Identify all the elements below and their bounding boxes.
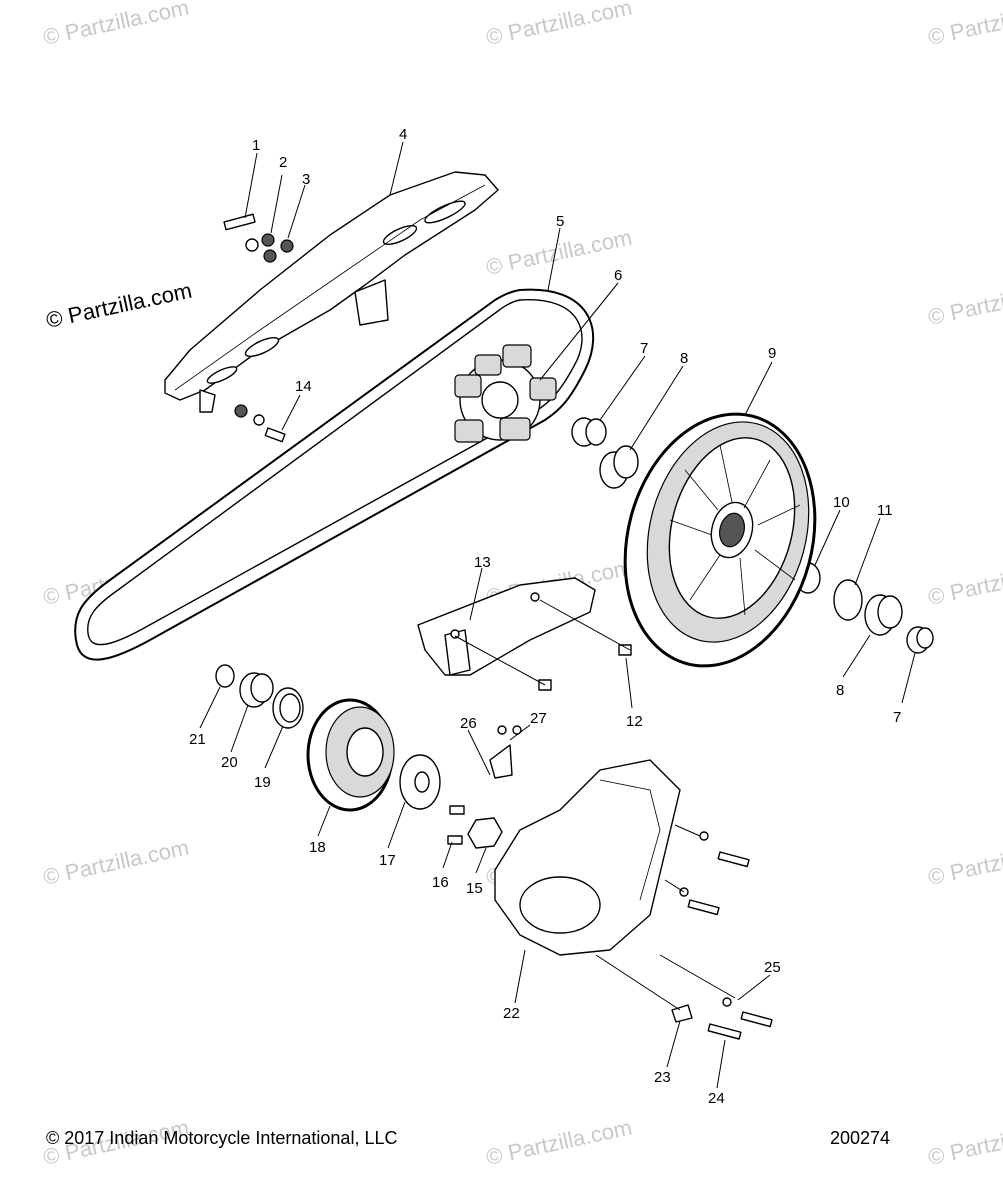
callout-21: 21 (189, 731, 206, 748)
watermark: © Partzilla.com (41, 835, 191, 890)
lower-pulley-cover (489, 725, 773, 1040)
callout-22: 22 (503, 1005, 520, 1022)
callout-labels: 1 2 3 4 5 6 7 8 9 10 11 8 7 12 13 14 15 … (189, 126, 901, 1107)
leader-lines (199, 141, 916, 1089)
watermark: © Partzilla.com (926, 0, 1003, 50)
watermark: © Partzilla.com (926, 1115, 1003, 1170)
callout-8b: 8 (836, 682, 844, 699)
callout-9: 9 (768, 345, 776, 362)
callout-5: 5 (556, 213, 564, 230)
callout-26: 26 (460, 715, 477, 732)
callout-3: 3 (302, 171, 310, 188)
callout-18: 18 (309, 839, 326, 856)
copyright-notice: © 2017 Indian Motorcycle International, … (46, 1128, 398, 1148)
callout-25: 25 (764, 959, 781, 976)
callout-4: 4 (399, 126, 407, 143)
watermark-main: © Partzilla.com (44, 278, 194, 333)
callout-1: 1 (252, 137, 260, 154)
watermark: © Partzilla.com (926, 835, 1003, 890)
cush-drive (454, 344, 557, 443)
rear-pulley (623, 412, 817, 668)
callout-11: 11 (877, 502, 893, 519)
callout-10: 10 (833, 494, 850, 511)
callout-8: 8 (680, 350, 688, 367)
callout-6: 6 (614, 267, 622, 284)
callout-7: 7 (640, 340, 648, 357)
callout-2: 2 (279, 154, 287, 171)
watermark: © Partzilla.com (41, 0, 191, 50)
callout-16: 16 (432, 874, 449, 891)
callout-15: 15 (466, 880, 483, 897)
watermark: © Partzilla.com (926, 555, 1003, 610)
watermark: © Partzilla.com (926, 275, 1003, 330)
watermark: © Partzilla.com (484, 0, 634, 50)
callout-23: 23 (654, 1069, 671, 1086)
callout-19: 19 (254, 774, 271, 791)
diagram-number: 200274 (830, 1128, 891, 1148)
watermark: © Partzilla.com (484, 1115, 634, 1170)
callout-12: 12 (626, 713, 643, 730)
callout-27: 27 (530, 710, 547, 727)
rear-bearings (571, 417, 934, 654)
callout-20: 20 (221, 754, 238, 771)
callout-14: 14 (295, 378, 312, 395)
guard-fasteners (223, 213, 294, 443)
callout-13: 13 (474, 554, 491, 571)
front-pulley-group (215, 664, 503, 849)
callout-17: 17 (379, 852, 396, 869)
lower-belt-guard (417, 577, 632, 691)
callout-7b: 7 (893, 709, 901, 726)
callout-24: 24 (708, 1090, 725, 1107)
belt-guard (164, 171, 499, 413)
